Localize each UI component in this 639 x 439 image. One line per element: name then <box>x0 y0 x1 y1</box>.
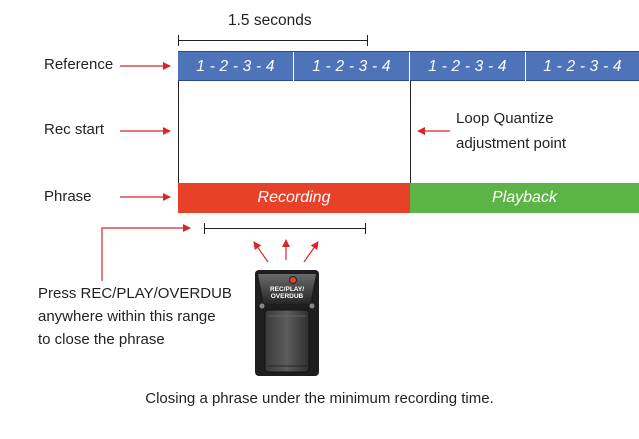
pedal-arrow-left <box>253 241 269 263</box>
led-icon <box>289 276 297 284</box>
duration-bracket <box>178 40 368 41</box>
rec-start-row-label: Rec start <box>44 121 105 138</box>
press-range-arrow <box>101 224 191 281</box>
press-range-right-tick <box>365 223 366 234</box>
figure-caption: Closing a phrase under the minimum recor… <box>145 390 494 407</box>
loop-quantize-label: adjustment point <box>456 135 567 152</box>
rec-start-line <box>178 81 179 183</box>
duration-label: 1.5 seconds <box>228 12 312 29</box>
press-instruction-line: Press REC/PLAY/OVERDUB <box>38 285 232 302</box>
loop-quantize-line <box>410 81 411 183</box>
press-instruction-line: anywhere within this range <box>38 308 216 325</box>
pedal-label: REC/PLAY/ <box>270 286 304 293</box>
reference-segment: 1 - 2 - 3 - 4 <box>178 52 294 82</box>
loop-quantize-label: Loop Quantize <box>456 110 554 127</box>
press-range-bracket <box>204 228 366 229</box>
reference-segment: 1 - 2 - 3 - 4 <box>294 52 410 82</box>
press-instruction-line: to close the phrase <box>38 331 165 348</box>
rec-play-overdub-pedal[interactable]: REC/PLAY/ OVERDUB <box>252 268 322 378</box>
duration-bracket-left-tick <box>178 35 179 46</box>
duration-bracket-right-tick <box>367 35 368 46</box>
phrase-row-label: Phrase <box>44 188 92 205</box>
reference-bar: 1 - 2 - 3 - 4 1 - 2 - 3 - 4 1 - 2 - 3 - … <box>178 51 639 82</box>
press-instruction: Press REC/PLAY/OVERDUB anywhere within t… <box>38 282 232 351</box>
reference-segment: 1 - 2 - 3 - 4 <box>410 52 526 82</box>
recording-segment: Recording <box>178 183 410 213</box>
pedal-label: OVERDUB <box>271 293 304 300</box>
screw-icon <box>308 302 316 310</box>
pedal-arrow-right <box>303 241 319 263</box>
screw-icon <box>258 302 266 310</box>
phrase-bar: Recording Playback <box>178 183 639 213</box>
reference-row-label: Reference <box>44 56 114 73</box>
playback-segment: Playback <box>410 183 639 213</box>
reference-segment: 1 - 2 - 3 - 4 <box>543 58 622 75</box>
press-range-left-tick <box>204 223 205 234</box>
